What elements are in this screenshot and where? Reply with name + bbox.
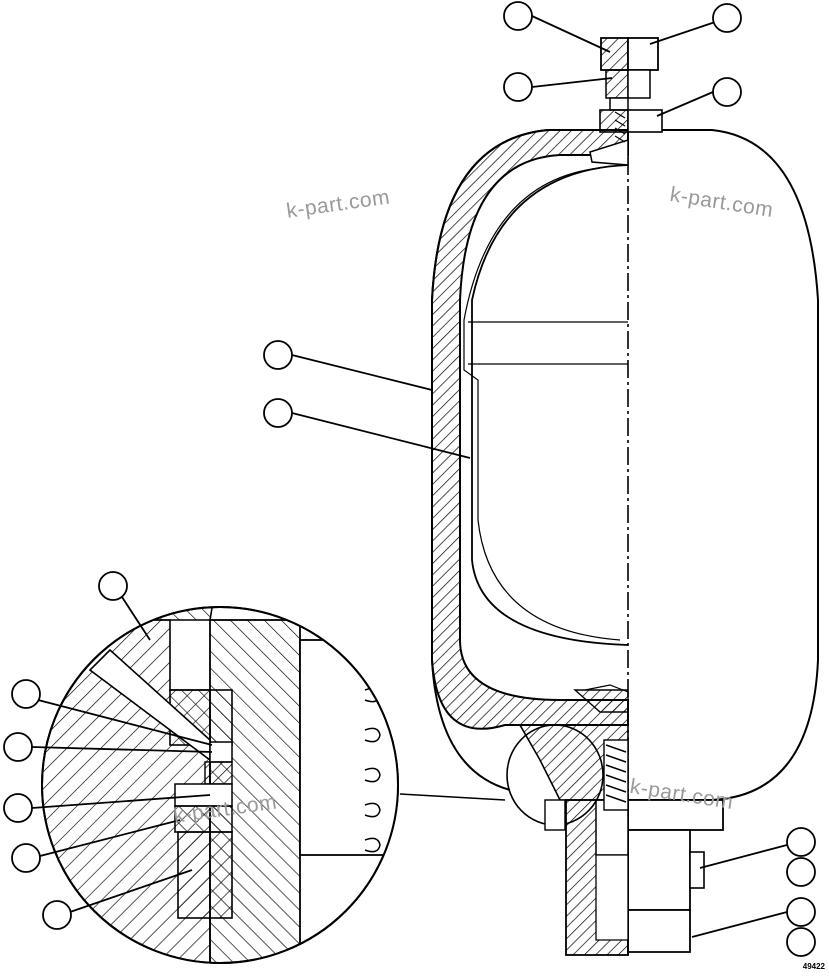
callout-bubble [263,340,293,370]
shell-outer-right [628,129,819,801]
callout-bubble [712,3,742,33]
callout-bubble [3,732,33,762]
bladder [463,164,629,646]
fluid-port-assembly [506,684,724,956]
callout-bubble [712,77,742,107]
callout-bubble [11,679,41,709]
callout-bubble [263,398,293,428]
callout-bubble [503,72,533,102]
callout-bubble [503,1,533,31]
detail-view [41,606,399,964]
callout-bubble [786,927,816,957]
gas-valve-assembly [589,37,663,166]
callout-bubble [3,793,33,823]
callout-bubble [786,827,816,857]
figure-number: 49422 [802,962,825,971]
callout-bubble [11,843,41,873]
callout-bubble [98,571,128,601]
detail-leader-line [399,793,506,801]
callout-bubble [42,900,72,930]
callouts [3,1,816,957]
poppet-spring [605,744,627,803]
callout-bubble [786,857,816,887]
callout-bubble [786,897,816,927]
